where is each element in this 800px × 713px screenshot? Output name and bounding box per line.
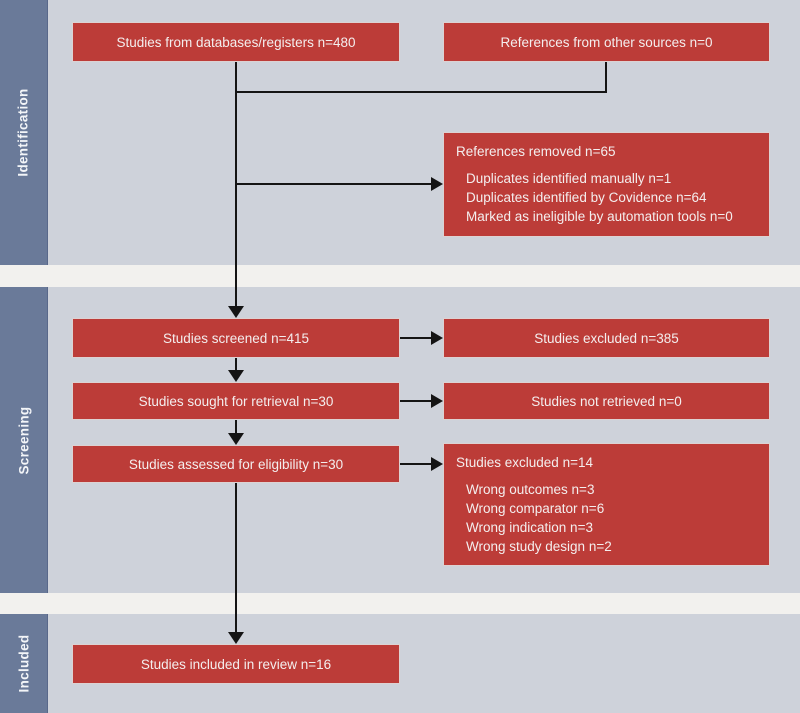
connector-to-references-removed (236, 183, 431, 185)
box-studies-excluded-eligibility: Studies excluded n=14 Wrong outcomes n=3… (443, 443, 770, 566)
box-studies-from-databases-text: Studies from databases/registers n=480 (116, 34, 356, 50)
box-studies-from-databases: Studies from databases/registers n=480 (72, 22, 400, 62)
screening-label: Screening (16, 406, 32, 474)
box-studies-not-retrieved: Studies not retrieved n=0 (443, 382, 770, 420)
sidebar-included: Included (0, 614, 48, 713)
connector-screened-to-sought (235, 358, 237, 371)
arrowhead-into-not-retrieved (431, 394, 443, 408)
box-references-other-sources-text: References from other sources n=0 (500, 34, 713, 50)
connector-sought-to-assessed (235, 420, 237, 434)
sidebar-screening: Screening (0, 287, 48, 593)
box-studies-included-review-text: Studies included in review n=16 (140, 656, 332, 672)
box-studies-sought-retrieval-text: Studies sought for retrieval n=30 (138, 393, 334, 409)
box-studies-excluded-eligibility-title: Studies excluded n=14 (456, 455, 593, 470)
box-studies-assessed-eligibility: Studies assessed for eligibility n=30 (72, 445, 400, 483)
references-removed-item: Duplicates identified manually n=1 (466, 171, 672, 186)
references-removed-item: Duplicates identified by Covidence n=64 (466, 190, 707, 205)
excluded-eligibility-item: Wrong indication n=3 (466, 520, 593, 535)
box-references-other-sources: References from other sources n=0 (443, 22, 770, 62)
box-studies-not-retrieved-text: Studies not retrieved n=0 (531, 393, 682, 409)
connector-main-vertical-bottom (235, 483, 237, 633)
connector-screened-to-excluded (400, 337, 431, 339)
box-studies-included-review: Studies included in review n=16 (72, 644, 400, 684)
excluded-eligibility-item: Wrong outcomes n=3 (466, 482, 595, 497)
box-studies-screened: Studies screened n=415 (72, 318, 400, 358)
connector-other-sources-stub (605, 61, 607, 93)
arrowhead-into-excluded-eligibility (431, 457, 443, 471)
arrowhead-into-references-removed (431, 177, 443, 191)
excluded-eligibility-item: Wrong study design n=2 (466, 539, 612, 554)
box-studies-excluded-eligibility-items: Wrong outcomes n=3 Wrong comparator n=6 … (456, 480, 757, 556)
box-studies-excluded-screening-text: Studies excluded n=385 (534, 330, 679, 346)
identification-label: Identification (16, 88, 32, 177)
box-references-removed-title: References removed n=65 (456, 144, 616, 159)
box-studies-assessed-eligibility-text: Studies assessed for eligibility n=30 (128, 456, 344, 472)
arrowhead-into-included (228, 632, 244, 644)
box-studies-screened-text: Studies screened n=415 (163, 330, 309, 346)
box-references-removed: References removed n=65 Duplicates ident… (443, 132, 770, 237)
box-studies-excluded-screening: Studies excluded n=385 (443, 318, 770, 358)
arrowhead-into-screened (228, 306, 244, 318)
excluded-eligibility-item: Wrong comparator n=6 (466, 501, 605, 516)
box-studies-sought-retrieval: Studies sought for retrieval n=30 (72, 382, 400, 420)
references-removed-item: Marked as ineligible by automation tools… (466, 209, 733, 224)
box-references-removed-items: Duplicates identified manually n=1 Dupli… (456, 169, 757, 226)
arrowhead-into-assessed (228, 433, 244, 445)
arrowhead-into-excluded-screening (431, 331, 443, 345)
sidebar-identification: Identification (0, 0, 48, 265)
arrowhead-into-sought (228, 370, 244, 382)
connector-merge-horizontal (235, 91, 607, 93)
connector-sought-to-not-retrieved (400, 400, 431, 402)
connector-assessed-to-excluded (400, 463, 431, 465)
included-label: Included (16, 634, 31, 693)
